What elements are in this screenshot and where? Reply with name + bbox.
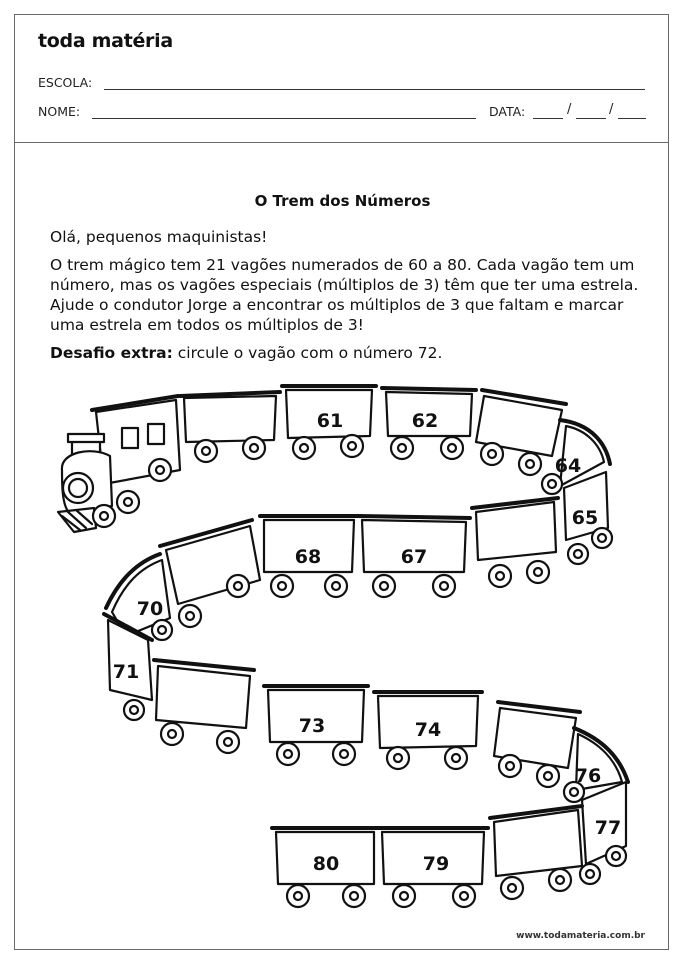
- train-wagon: 77: [578, 780, 628, 886]
- train-wagon: 71: [102, 612, 154, 722]
- wagon-number: 79: [423, 853, 449, 875]
- date-year-field[interactable]: [618, 118, 646, 119]
- locomotive: [56, 394, 182, 534]
- challenge-text: Desafio extra: circule o vagão com o núm…: [50, 343, 650, 363]
- train-wagon: 73: [262, 684, 370, 767]
- date-label: DATA:: [489, 104, 526, 119]
- date-month-field[interactable]: [576, 118, 606, 119]
- train-wagon: 79: [376, 826, 490, 909]
- train-wagon: 80: [270, 826, 380, 909]
- train-wagon: [470, 496, 560, 589]
- train-wagon: [492, 700, 582, 789]
- train-wagon: [152, 658, 256, 755]
- wagon-number: 76: [575, 765, 601, 787]
- date-separator: /: [609, 102, 614, 117]
- worksheet-frame: [14, 14, 669, 950]
- train-wagon: [488, 804, 584, 901]
- train-wagon: 67: [356, 514, 472, 599]
- wagon-number: 73: [299, 715, 325, 737]
- date-separator: /: [567, 102, 572, 117]
- challenge-body: circule o vagão com o número 72.: [172, 344, 443, 362]
- name-field[interactable]: [92, 118, 476, 119]
- wagon-number: 74: [415, 719, 441, 741]
- wagon-number: 62: [412, 410, 438, 432]
- worksheet-title: O Trem dos Números: [254, 192, 431, 210]
- wagon-number: 64: [555, 455, 581, 477]
- train-wagon: 76: [562, 726, 630, 804]
- wagon-number: 77: [595, 817, 621, 839]
- wagon-number: 80: [313, 853, 339, 875]
- train-wagon: 65: [562, 470, 614, 566]
- train-wagon: 68: [258, 514, 360, 599]
- date-day-field[interactable]: [533, 118, 563, 119]
- instructions-text: O trem mágico tem 21 vagões numerados de…: [50, 256, 639, 334]
- header-divider: [14, 142, 669, 143]
- school-label: ESCOLA:: [38, 75, 93, 90]
- train-wagon: 61: [280, 384, 378, 461]
- train-wagon: 74: [372, 690, 484, 771]
- school-field[interactable]: [104, 89, 645, 90]
- wagon-number: 70: [137, 598, 163, 620]
- train-wagon: [474, 388, 568, 477]
- brand-logo: toda matéria: [38, 30, 173, 52]
- wagon-number: 68: [295, 546, 321, 568]
- challenge-label: Desafio extra:: [50, 344, 173, 362]
- wagon-number: 67: [401, 546, 427, 568]
- footer-url[interactable]: www.todamateria.com.br: [516, 931, 645, 941]
- train-wagon: 62: [380, 386, 478, 461]
- train-wagon: 64: [540, 418, 612, 496]
- train-wagon: 70: [104, 552, 174, 642]
- name-label: NOME:: [38, 104, 81, 119]
- wagon-number: 65: [572, 507, 598, 529]
- train-wagon: [158, 518, 262, 629]
- wagon-number: 61: [317, 410, 343, 432]
- wagon-number: 71: [113, 661, 139, 683]
- train-wagon: [178, 390, 282, 464]
- greeting-text: Olá, pequenos maquinistas!: [50, 228, 268, 246]
